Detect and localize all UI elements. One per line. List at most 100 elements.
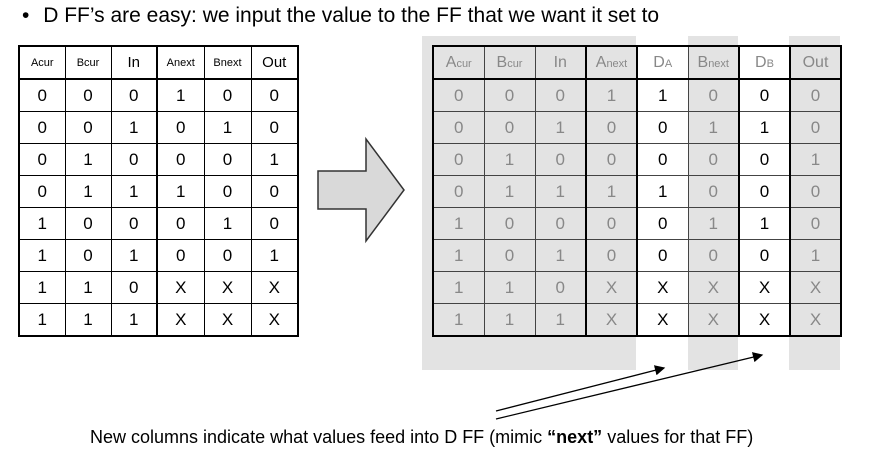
table-cell: 1 <box>534 303 587 337</box>
table-cell: 1 <box>789 143 842 176</box>
table-cell: X <box>687 271 740 304</box>
table-cell: 0 <box>738 239 791 272</box>
table-cell: 0 <box>110 143 158 176</box>
header-da: DA <box>636 45 689 80</box>
table-cell: 0 <box>636 207 689 240</box>
table-cell: 1 <box>250 143 299 176</box>
title-bullet: • <box>22 4 30 27</box>
table-cell: 1 <box>432 303 485 337</box>
header-a-cur: Acur <box>18 45 66 80</box>
pointer-line-da <box>495 365 666 412</box>
table-cell: 1 <box>738 111 791 144</box>
table-cell: 0 <box>203 239 252 272</box>
table-cell: 0 <box>687 175 740 208</box>
table-cell: 1 <box>64 271 112 304</box>
table-cell: 0 <box>110 207 158 240</box>
table-cell: 1 <box>432 239 485 272</box>
table-cell: 0 <box>64 111 112 144</box>
pointer-line-db <box>495 352 764 420</box>
table-cell: 1 <box>64 175 112 208</box>
table-header-row: Acur Bcur In Anext DA Bnext DB Out <box>432 45 842 80</box>
table-cell: 0 <box>250 175 299 208</box>
table-cell: 0 <box>156 207 205 240</box>
table-cell: 0 <box>738 175 791 208</box>
table-cell: 1 <box>483 303 536 337</box>
table-cell: 0 <box>585 239 638 272</box>
table-cell: X <box>738 303 791 337</box>
table-cell: 1 <box>738 207 791 240</box>
caption-note: New columns indicate what values feed in… <box>90 427 754 447</box>
table-cell: X <box>789 303 842 337</box>
table-cell: X <box>636 271 689 304</box>
table-cell: 0 <box>18 175 66 208</box>
table-cell: 1 <box>687 207 740 240</box>
header-out: Out <box>250 45 299 80</box>
table-cell: X <box>585 271 638 304</box>
table-cell: 1 <box>110 111 158 144</box>
table-cell: 0 <box>534 78 587 112</box>
table-cell: X <box>789 271 842 304</box>
table-cell: 0 <box>203 143 252 176</box>
table-cell: 0 <box>738 78 791 112</box>
table-cell: 1 <box>18 303 66 337</box>
table-cell: 0 <box>18 111 66 144</box>
table-cell: 0 <box>18 78 66 112</box>
table-cell: 0 <box>789 207 842 240</box>
table-cell: 0 <box>110 271 158 304</box>
header-in: In <box>534 45 587 80</box>
table-cell: 1 <box>687 111 740 144</box>
table-cell: 0 <box>203 175 252 208</box>
table-cell: X <box>738 271 791 304</box>
table-cell: 0 <box>687 78 740 112</box>
table-cell: 1 <box>18 239 66 272</box>
table-cell: 0 <box>534 271 587 304</box>
table-cell: 0 <box>250 111 299 144</box>
right-block-arrow-icon <box>317 136 405 244</box>
table-cell: 0 <box>585 207 638 240</box>
table-cell: 1 <box>156 175 205 208</box>
table-cell: 1 <box>64 303 112 337</box>
table-cell: 0 <box>250 207 299 240</box>
table-cell: 0 <box>636 239 689 272</box>
table-cell: 1 <box>432 207 485 240</box>
page-title: • D FF’s are easy: we input the value to… <box>22 3 659 29</box>
header-b-cur: Bcur <box>483 45 536 80</box>
table-cell: 0 <box>585 111 638 144</box>
table-cell: 1 <box>585 175 638 208</box>
table-cell: 1 <box>110 303 158 337</box>
table-cell: 1 <box>203 207 252 240</box>
table-cell: 1 <box>18 271 66 304</box>
table-cell: 1 <box>432 271 485 304</box>
table-cell: 1 <box>534 239 587 272</box>
header-a-next: Anext <box>156 45 205 80</box>
header-out: Out <box>789 45 842 80</box>
table-cell: X <box>250 303 299 337</box>
table-cell: 0 <box>432 78 485 112</box>
table-header-row: Acur Bcur In Anext Bnext Out <box>18 45 299 80</box>
table-cell: 0 <box>156 143 205 176</box>
table-cell: X <box>203 271 252 304</box>
title-text: D FF’s are easy: we input the value to t… <box>43 4 660 27</box>
header-db: DB <box>738 45 791 80</box>
table-cell: X <box>250 271 299 304</box>
table-cell: 1 <box>156 78 205 112</box>
table-cell: 1 <box>483 271 536 304</box>
table-cell: 0 <box>636 111 689 144</box>
table-cell: 0 <box>156 239 205 272</box>
